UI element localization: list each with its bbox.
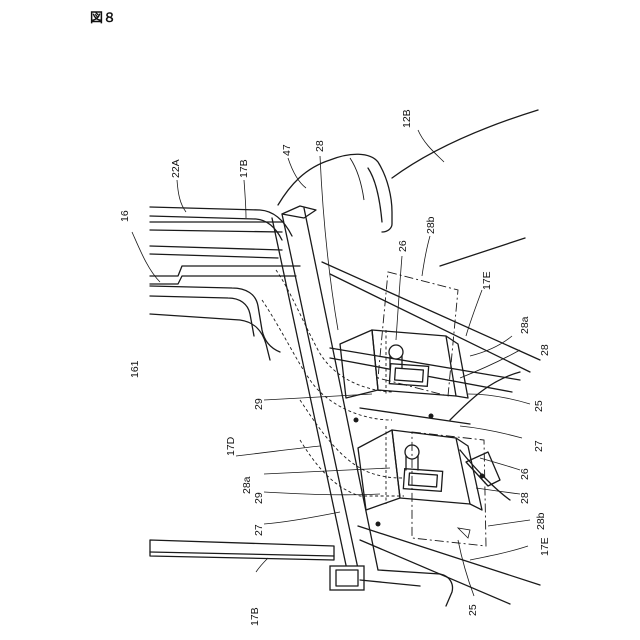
label-25-low: 25 <box>467 604 479 616</box>
label-28b-low: 28b <box>535 512 547 530</box>
label-17e-low: 17E <box>539 537 551 556</box>
label-29-lower: 29 <box>253 492 265 504</box>
reference-labels: 161 16 22A 17B 47 28 12B 28b 26 17E 28a … <box>119 109 551 626</box>
label-28a-left: 28a <box>241 476 253 494</box>
figure-title: 図８ <box>90 11 116 26</box>
drawing-lines <box>132 110 540 606</box>
panel-12b <box>392 110 538 178</box>
label-161: 161 <box>129 360 141 378</box>
label-25-right: 25 <box>533 400 545 412</box>
label-17d: 17D <box>225 436 237 456</box>
label-17b-top: 17B <box>238 159 250 178</box>
frame-17e-top <box>322 262 540 360</box>
frame-17e-low <box>358 526 540 585</box>
tube-16 <box>150 266 300 276</box>
label-22a: 22A <box>170 159 182 178</box>
label-12b: 12B <box>401 109 413 128</box>
label-28a-right: 28a <box>519 316 531 334</box>
label-28-top: 28 <box>314 140 326 152</box>
cushion-47 <box>278 154 392 232</box>
label-28-right: 28 <box>539 344 551 356</box>
label-16: 16 <box>119 210 131 222</box>
tube-17d <box>282 214 360 578</box>
label-17b-low: 17B <box>249 607 261 626</box>
label-26-top: 26 <box>397 240 409 252</box>
label-28b-top: 28b <box>425 216 437 234</box>
rail-17b-low <box>150 540 334 560</box>
bracket-lower <box>358 430 482 510</box>
label-26-low: 26 <box>519 468 531 480</box>
label-28-low: 28 <box>519 492 531 504</box>
label-27-low: 27 <box>253 524 265 536</box>
label-29-upper: 29 <box>253 398 265 410</box>
label-27-mid: 27 <box>533 440 545 452</box>
label-17e-top: 17E <box>481 271 493 290</box>
label-47: 47 <box>281 144 293 156</box>
